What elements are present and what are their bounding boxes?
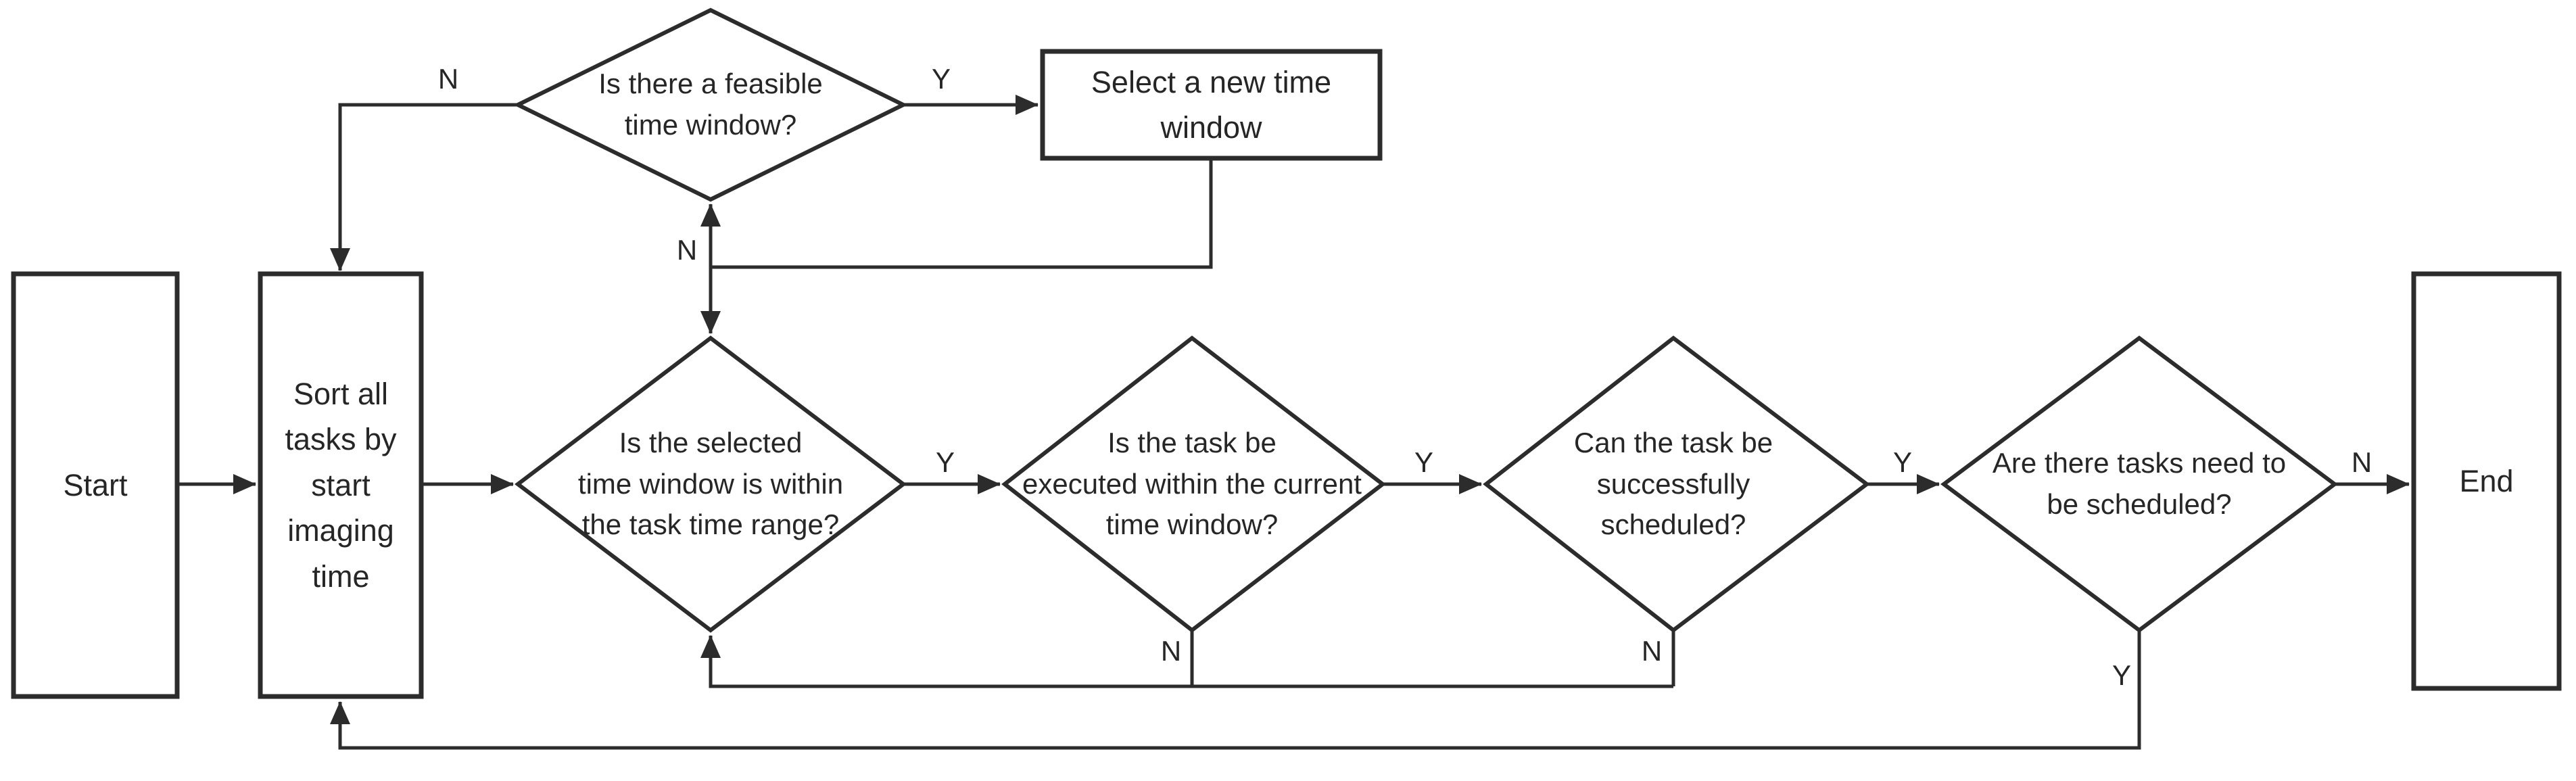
tasks-remaining-decision-shape [1940, 335, 2339, 633]
edge-remaining-yes-return-to-sort [330, 630, 2141, 750]
task-scheduled-decision-shape [1483, 335, 1870, 633]
start-node-shape [11, 271, 180, 699]
window-in-range-decision-shape [515, 335, 907, 633]
sort-tasks-node-shape [258, 271, 424, 699]
end-node-shape [2411, 271, 2562, 691]
task-executed-decision-shape [1001, 335, 1386, 633]
edge-feasible-no-to-sort [330, 103, 518, 271]
feasible-window-decision-shape [513, 7, 908, 202]
select-new-window-node-shape [1040, 49, 1383, 161]
edge-mid-return-to-window-in-range [700, 635, 1673, 688]
edge-select-return-line [711, 158, 1213, 269]
